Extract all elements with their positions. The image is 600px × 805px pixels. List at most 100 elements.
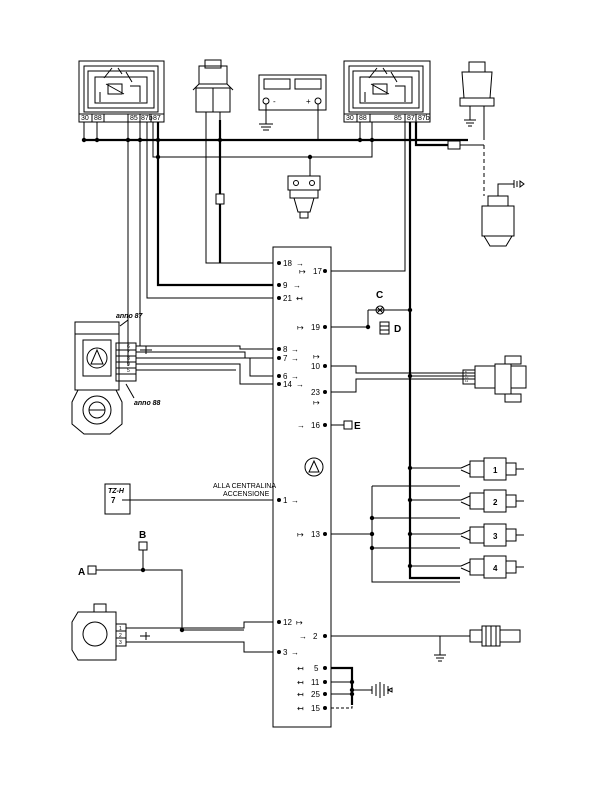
ecu-pin-1: 1 xyxy=(283,496,288,505)
ecu-pin-15-arrow: ↤ xyxy=(297,704,304,713)
ecu-pin-3-arrow: → xyxy=(291,648,299,657)
relay-right-pin-85: 85 xyxy=(394,115,402,122)
air-pin-11: 11 xyxy=(465,379,468,383)
label-b: B xyxy=(139,530,146,541)
tps-pin-1: 1 xyxy=(119,626,122,632)
ecu-pin-17: 17 xyxy=(313,267,322,276)
anno-88-label: anno 88 xyxy=(134,400,161,407)
tps-pin-2: 2 xyxy=(119,633,122,639)
ecu-emblem-icon xyxy=(304,457,324,477)
fuel-pump xyxy=(459,61,495,127)
relay-left-pin-30: 30 xyxy=(81,115,89,122)
injector-label-3: 3 xyxy=(493,532,498,541)
ecu-pin-13: 13 xyxy=(311,530,320,539)
tzh-pin: 7 xyxy=(111,496,116,505)
junction-dots xyxy=(81,137,413,697)
ecu-pin-25-arrow: ↤ xyxy=(297,690,304,699)
temp-sensor xyxy=(469,625,521,647)
flowmeter-connector: 6 7 8 9 5 anno 87 anno 88 xyxy=(71,313,161,435)
relay-left-pin-85: 85 xyxy=(130,115,138,122)
ecu-pin-9: 9 xyxy=(283,281,288,290)
label-c: C xyxy=(376,290,383,301)
relay-right-pin-87b: 87b xyxy=(418,115,430,122)
ecu-pin-18-arrow: → xyxy=(296,259,304,268)
label-e: E xyxy=(354,421,361,432)
ecu-pin-12: 12 xyxy=(283,618,292,627)
ecu-pin-5-arrow: ↤ xyxy=(297,664,304,673)
label-a: A xyxy=(78,567,85,578)
ecu-pin-6-arrow: → xyxy=(291,372,299,381)
ecu-pin-19: 19 xyxy=(311,323,320,332)
ecu-pin-13-arrow: ↦ xyxy=(297,530,304,539)
flow-pin-5: 5 xyxy=(127,368,130,374)
ecu-pin-23-arrow: ↦ xyxy=(313,398,320,407)
injectors: 1 2 3 4 xyxy=(460,457,524,579)
ecu-pin-1-arrow: → xyxy=(291,496,299,505)
injector-label-2: 2 xyxy=(493,498,498,507)
relay-left-pin-87b: 87b xyxy=(141,115,153,122)
ecu-pin-10-arrow: ↦ xyxy=(313,352,320,361)
ecu-pin-16-arrow: → xyxy=(297,421,305,430)
tps-pin-3: 3 xyxy=(119,640,122,646)
injector-2: 2 xyxy=(460,489,524,513)
relay-right-pin-88: 88 xyxy=(359,115,367,122)
relay-left-pin-88: 88 xyxy=(94,115,102,122)
ignition-switch xyxy=(192,59,234,120)
ecu-pin-18: 18 xyxy=(283,259,292,268)
air-pin-9: 9 xyxy=(465,373,467,377)
relay-right: 30 88 85 87 87b xyxy=(343,60,431,123)
anno-87-label: anno 87 xyxy=(116,313,144,320)
label-d: D xyxy=(394,324,401,335)
ecu-pin-10: 10 xyxy=(311,362,320,371)
ecu-pin-8-arrow: → xyxy=(291,345,299,354)
distributor-sensor xyxy=(287,175,321,219)
ecu-pin-23: 23 xyxy=(311,388,320,397)
ecu-pin-3: 3 xyxy=(283,648,288,657)
ecu-note-line2: ACCENSIONE xyxy=(223,491,270,498)
ecu-pin-21: 21 xyxy=(283,294,292,303)
ecu-pin-8: 8 xyxy=(283,345,288,354)
fuel-pump-lower xyxy=(481,180,525,247)
ecu-pin-14-arrow: → xyxy=(296,380,304,389)
air-valve: 8 9 10 11 xyxy=(462,355,527,403)
ecu-pin-6: 6 xyxy=(283,372,288,381)
ecu-pin-9-arrow: → xyxy=(293,281,301,290)
ecu-pin-7-arrow: → xyxy=(291,354,299,363)
ecu-pin-16: 16 xyxy=(311,421,320,430)
injector-3: 3 xyxy=(460,523,524,547)
ecu-note-line1: ALLA CENTRALINA xyxy=(213,483,276,490)
ecu-pin-12-arrow: ↦ xyxy=(296,618,303,627)
relay-left-pin-87: 87 xyxy=(153,115,161,122)
ecu-pin-2-arrow: → xyxy=(299,632,307,641)
ecu-pin-14: 14 xyxy=(283,380,292,389)
ecu-pin-17-arrow: ↦ xyxy=(299,267,306,276)
tzh-module: TZ-H 7 xyxy=(104,483,131,515)
air-pin-10: 10 xyxy=(465,376,469,380)
injector-label-4: 4 xyxy=(493,564,498,573)
injector-4: 4 xyxy=(460,555,524,579)
ecu-box xyxy=(272,246,332,728)
relay-right-pin-87: 87 xyxy=(407,115,415,122)
ecu-pin-11: 11 xyxy=(311,678,320,687)
ground-symbols xyxy=(371,654,446,698)
ecu-pin-15: 15 xyxy=(311,704,320,713)
ecu-pin-5: 5 xyxy=(314,664,319,673)
ecu-pin-2: 2 xyxy=(313,632,318,641)
ecu-pin-25: 25 xyxy=(311,690,320,699)
injector-1: 1 xyxy=(460,457,524,481)
relay-left: 30 88 85 87b 87 xyxy=(78,60,165,123)
ecu-pin-21-arrow: ↤ xyxy=(296,294,303,303)
throttle-sensor: 1 2 3 xyxy=(71,603,150,661)
wiring: C D E A B xyxy=(78,120,485,709)
ecu-pin-19-arrow: ↦ xyxy=(297,323,304,332)
battery: - + xyxy=(258,74,327,140)
battery-minus: - xyxy=(273,97,276,106)
battery-plus: + xyxy=(306,97,311,106)
ecu-pin-11-arrow: ↤ xyxy=(297,678,304,687)
air-pin-8: 8 xyxy=(465,370,467,374)
relay-right-pin-30: 30 xyxy=(346,115,354,122)
ecu-pin-7: 7 xyxy=(283,354,288,363)
tzh-label: TZ-H xyxy=(108,488,125,495)
